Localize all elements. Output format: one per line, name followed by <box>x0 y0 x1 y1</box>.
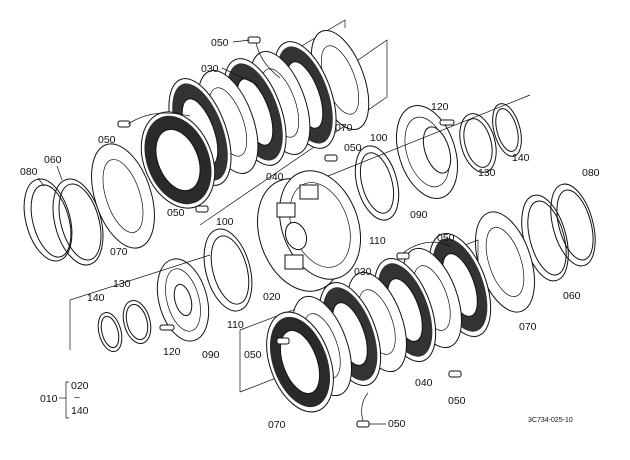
label-050: 050 <box>437 232 455 244</box>
label-060: 060 <box>44 154 62 166</box>
figure-code: 3C734-025-10 <box>528 417 573 424</box>
label-040: 040 <box>415 377 433 389</box>
label-050: 050 <box>448 395 466 407</box>
assembly-number: 010 <box>40 393 58 405</box>
label-050: 050 <box>211 37 229 49</box>
label-140: 140 <box>87 292 105 304</box>
label-070: 070 <box>268 419 286 431</box>
part-labels: 050 030 050 070 050 040 050 080 060 070 … <box>20 37 600 431</box>
label-080: 080 <box>20 166 38 178</box>
label-050: 050 <box>98 134 116 146</box>
clutch-drum <box>256 170 362 292</box>
label-090: 090 <box>202 349 220 361</box>
label-140: 140 <box>512 152 530 164</box>
label-070: 070 <box>519 321 537 333</box>
label-090: 090 <box>410 209 428 221</box>
upper-clutch-pack <box>140 29 370 209</box>
assembly-start: 020 <box>71 380 89 392</box>
label-070: 070 <box>110 246 128 258</box>
label-130: 130 <box>113 278 131 290</box>
label-110: 110 <box>227 319 244 331</box>
label-040: 040 <box>266 171 284 183</box>
label-100: 100 <box>216 216 234 228</box>
label-110: 110 <box>369 235 386 247</box>
assembly-note: 010 020 ~ 140 <box>40 380 89 419</box>
label-120: 120 <box>163 346 181 358</box>
label-020: 020 <box>263 291 281 303</box>
lower-clutch-pack <box>266 232 492 413</box>
label-030: 030 <box>201 63 219 75</box>
middle-seals <box>203 228 253 312</box>
label-070: 070 <box>335 122 353 134</box>
label-030: 030 <box>354 266 372 278</box>
label-050: 050 <box>388 418 406 430</box>
label-050: 050 <box>344 142 362 154</box>
label-060: 060 <box>563 290 581 302</box>
lower-piston-group <box>69 254 211 353</box>
label-050: 050 <box>167 207 185 219</box>
label-050: 050 <box>244 349 262 361</box>
upper-piston-group <box>317 94 531 221</box>
left-rings <box>23 143 155 266</box>
label-100: 100 <box>370 132 388 144</box>
pins-upper <box>117 36 338 213</box>
pins-lower <box>276 241 462 428</box>
label-130: 130 <box>478 167 496 179</box>
label-120: 120 <box>431 101 449 113</box>
assembly-range-tilde: ~ <box>74 392 80 404</box>
assembly-end: 140 <box>71 405 89 417</box>
label-080: 080 <box>582 167 600 179</box>
